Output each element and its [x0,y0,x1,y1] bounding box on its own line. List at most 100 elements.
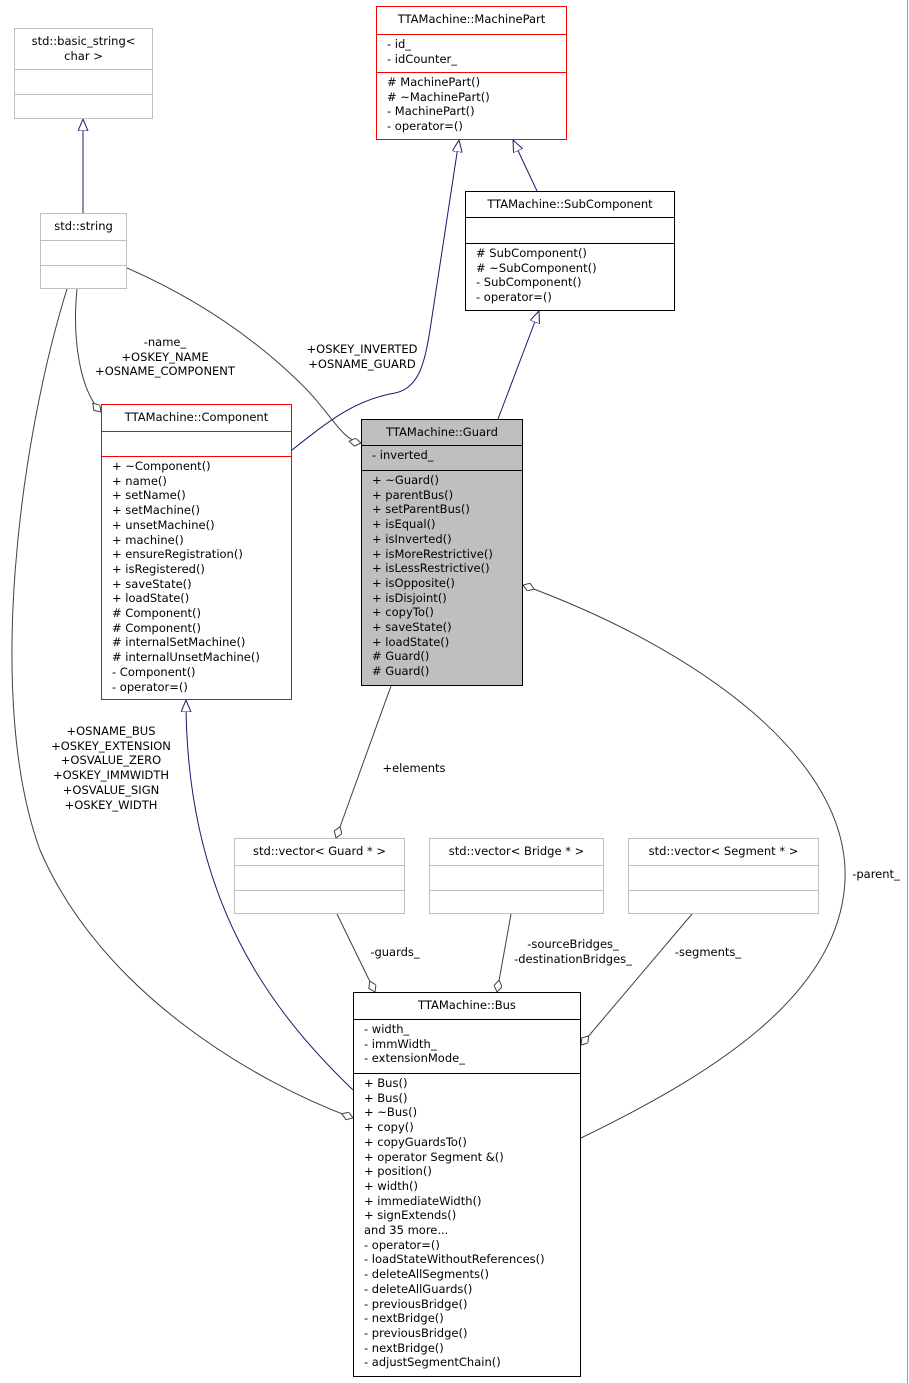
class-vector-segment[interactable]: std::vector< Segment * > [628,838,819,914]
method: - deleteAllSegments() [364,1267,490,1282]
edge-label-line: +OSKEY_INVERTED [306,342,418,356]
method: + isMoreRestrictive() [372,546,493,561]
edge-label-line: +OSVALUE_SIGN [62,782,160,797]
method: # Component() [112,606,202,621]
method: - nextBridge() [364,1340,444,1355]
method: + isDisjoint() [372,590,447,605]
edge-guard-vector [336,685,392,838]
class-name: std::string [41,214,126,240]
method: + position() [364,1164,432,1179]
class-guard[interactable]: TTAMachine::Guard- inverted_+ ~Guard()+ … [361,419,523,686]
method: # internalUnsetMachine() [112,650,260,665]
method: + ensureRegistration() [112,547,243,562]
method: + isLessRestrictive() [372,561,490,576]
method: + isEqual() [372,517,436,532]
class-title-line: std::string [54,219,113,233]
method: # SubComponent() [476,246,587,260]
method: + ~Guard() [372,473,439,487]
edge-label-line: +OSNAME_COMPONENT [95,364,235,379]
class-methods [430,890,603,915]
class-attributes [629,865,818,890]
method: + parentBus() [372,487,454,502]
edge-label-line: -name_ [143,335,187,349]
edge-bus-inherits-component [186,700,354,1091]
attribute: - inverted_ [372,448,434,462]
class-methods [41,265,126,290]
edge-label-line: -guards_ [370,945,420,959]
class-name: TTAMachine::Guard [362,420,522,445]
edge-vector-bridge-bus [497,913,512,992]
method: - loadStateWithoutReferences() [364,1252,545,1267]
class-title-line: TTAMachine::Component [124,410,269,424]
edge-guard-inherits-subcomponent [497,311,539,420]
class-basic-string[interactable]: std::basic_string<char > [14,28,153,119]
edge-label-line: +elements [382,761,446,775]
method: + Bus() [364,1076,408,1090]
edge-label-line: +OSNAME_BUS [66,724,156,738]
class-component[interactable]: TTAMachine::Component+ ~Component()+ nam… [101,404,292,700]
edge-string-bus [11,288,353,1118]
class-title-line: std::basic_string< [31,34,136,48]
edge-label-line: +OSKEY_NAME [121,349,209,364]
attribute: - id_ [387,37,412,51]
edge-label-string-guard: +OSKEY_INVERTED+OSNAME_GUARD [307,342,418,371]
class-methods: # SubComponent()# ~SubComponent()- SubCo… [466,243,674,312]
class-string[interactable]: std::string [40,213,127,289]
class-title-line: TTAMachine::MachinePart [397,12,546,26]
edge-label-vector-segment-bus: -segments_ [675,945,741,960]
method: # MachinePart() [387,75,481,89]
method: + setName() [112,488,186,503]
edge-bus-guard-parent [523,585,846,1139]
method: + loadState() [372,634,450,649]
class-title-line: TTAMachine::Bus [418,998,516,1012]
method: + name() [112,473,167,488]
class-attributes [102,431,291,456]
edge-label-line: -destinationBridges_ [514,951,632,966]
method: # ~MachinePart() [387,89,490,104]
edge-subcomponent-inherits-machinepart [513,140,538,192]
method: # Guard() [372,664,430,679]
edge-label-line: +OSNAME_GUARD [308,356,416,371]
method: - operator=() [112,679,188,694]
class-vector-bridge[interactable]: std::vector< Bridge * > [429,838,604,914]
method: + ~Component() [112,459,211,473]
class-name: std::basic_string<char > [15,29,152,69]
class-methods: # MachinePart()# ~MachinePart()- Machine… [377,72,566,141]
class-vector-guard[interactable]: std::vector< Guard * > [234,838,405,914]
class-bus[interactable]: TTAMachine::Bus- width_- immWidth_- exte… [353,992,581,1377]
edge-label-guard-vector: +elements [382,761,445,776]
method: # ~SubComponent() [476,260,597,275]
method: + immediateWidth() [364,1193,482,1208]
method: + unsetMachine() [112,517,215,532]
class-name: TTAMachine::Component [102,405,291,431]
class-attributes: - width_- immWidth_- extensionMode_ [354,1019,580,1073]
method: - MachinePart() [387,104,475,119]
method: + copy() [364,1120,414,1135]
edge-label-line: -parent_ [852,867,900,881]
class-methods: + Bus()+ Bus()+ ~Bus()+ copy()+ copyGuar… [354,1073,580,1378]
method: + copyGuardsTo() [364,1134,467,1149]
attribute: - extensionMode_ [364,1051,465,1066]
edge-label-line: +OSKEY_WIDTH [64,797,158,812]
class-attributes [430,865,603,890]
class-title-line: std::vector< Segment * > [648,844,799,858]
class-methods: + ~Guard()+ parentBus()+ setParentBus()+… [362,470,522,687]
method: + ~Bus() [364,1105,418,1120]
class-methods: + ~Component()+ name()+ setName()+ setMa… [102,456,291,701]
edge-label-string-bus: +OSNAME_BUS+OSKEY_EXTENSION+OSVALUE_ZERO… [51,724,171,812]
method: + signExtends() [364,1208,457,1223]
class-methods [629,890,818,915]
class-title-line: TTAMachine::SubComponent [487,197,653,211]
class-attributes [41,240,126,265]
class-attributes: - id_- idCounter_ [377,34,566,72]
edge-vector-segment-bus [581,913,693,1045]
edge-vector-guard-bus [336,913,375,992]
attribute: - idCounter_ [387,51,458,66]
method: + width() [364,1178,418,1193]
method: - previousBridge() [364,1296,468,1311]
class-machine-part[interactable]: TTAMachine::MachinePart- id_- idCounter_… [376,6,567,140]
class-sub-component[interactable]: TTAMachine::SubComponent# SubComponent()… [465,191,675,311]
edge-component-inherits-machinepart [291,140,459,451]
method: + setMachine() [112,503,200,518]
